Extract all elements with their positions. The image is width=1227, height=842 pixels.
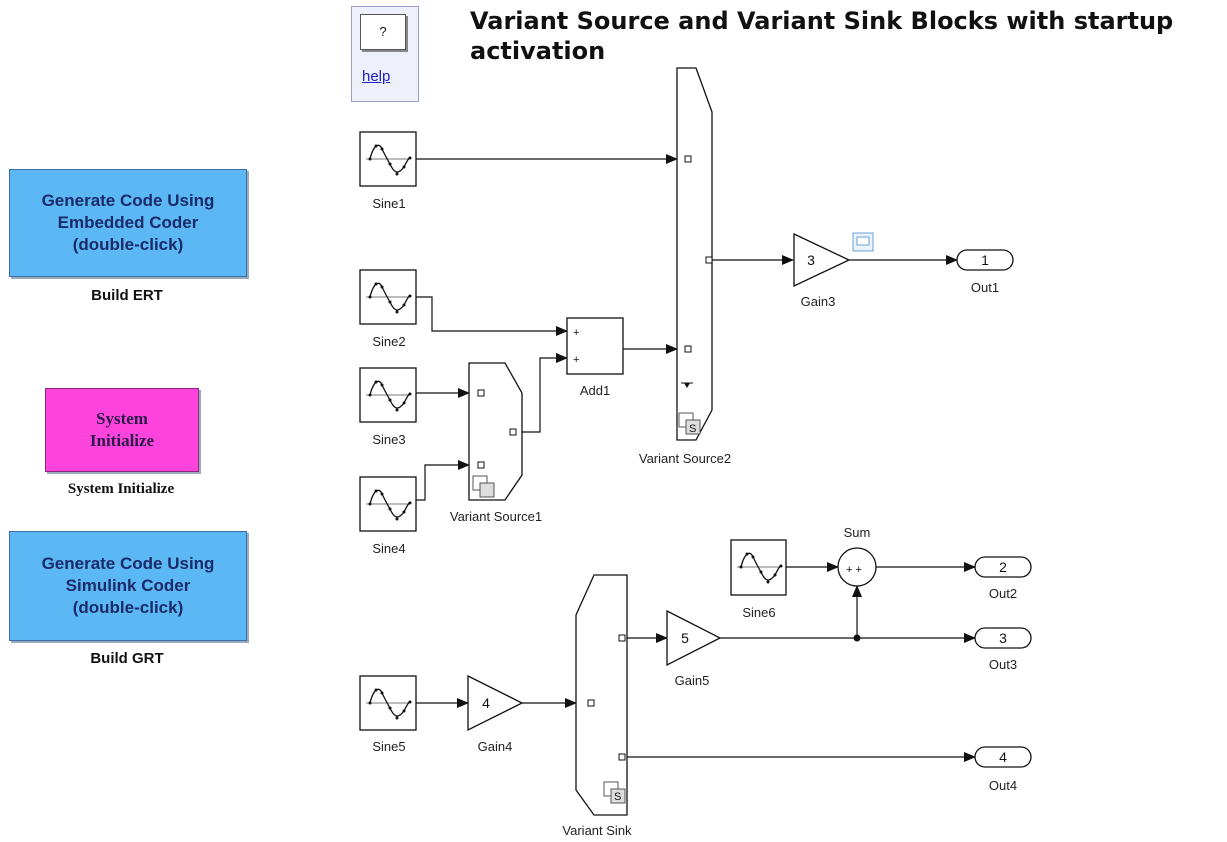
add1-block[interactable] [566,317,624,375]
sine5-block[interactable] [359,675,417,731]
out4-block[interactable] [974,746,1032,768]
sine5-label: Sine5 [372,739,405,754]
out3-port-number: 3 [999,630,1007,646]
sine3-block[interactable] [359,367,417,423]
gain5-value: 5 [681,630,689,646]
help-link[interactable]: help [362,68,391,85]
out2-block[interactable] [974,556,1032,578]
out1-label: Out1 [971,280,999,295]
model-title: Variant Source and Variant Sink Blocks w… [470,7,1174,65]
build-ert-caption: Build ERT [91,287,163,304]
sum-signs: + + [846,564,862,576]
variant-source1-block[interactable] [468,362,523,501]
sine1-label: Sine1 [372,196,405,211]
out2-port-number: 2 [999,559,1007,575]
variant-source2-badge: S [689,423,696,435]
gain4-value: 4 [482,695,490,711]
build-grt-caption: Build GRT [90,650,164,667]
out1-port-number: 1 [981,252,989,268]
help-question-icon[interactable]: ? [360,14,406,50]
out3-block[interactable] [974,627,1032,649]
sine4-block[interactable] [359,476,417,532]
add1-label: Add1 [580,383,610,398]
build-ert-button[interactable]: Generate Code Using Embedded Coder (doub… [9,169,247,277]
out1-block[interactable] [956,249,1014,271]
out4-port-number: 4 [999,749,1007,765]
gain5-label: Gain5 [675,673,710,688]
gain3-value: 3 [807,252,815,268]
sine4-label: Sine4 [372,541,405,556]
variant-source2-block[interactable] [676,67,713,441]
sine2-block[interactable] [359,269,417,325]
sine6-label: Sine6 [742,605,775,620]
system-initialize-caption: System Initialize [67,481,175,497]
variant-sink-label: Variant Sink [562,823,632,838]
sine6-block[interactable] [730,539,787,596]
gain5-block[interactable] [666,609,722,667]
variant-sink-block[interactable] [575,574,628,816]
out2-label: Out2 [989,586,1017,601]
sine2-label: Sine2 [372,334,405,349]
system-initialize-button[interactable]: System Initialize [45,388,199,472]
out4-label: Out4 [989,778,1017,793]
variant-sink-badge: S [614,791,621,803]
add1-in2-sign: + [573,354,579,366]
gain3-block[interactable] [793,232,851,288]
sum-block[interactable] [837,547,877,587]
gain4-block[interactable] [467,674,524,732]
gain3-label: Gain3 [801,294,836,309]
build-grt-button[interactable]: Generate Code Using Simulink Coder (doub… [9,531,247,641]
out3-label: Out3 [989,657,1017,672]
add1-in1-sign: + [573,327,579,339]
variant-source2-label: Variant Source2 [639,451,731,466]
gain4-label: Gain4 [478,739,513,754]
variant-source1-label: Variant Source1 [450,509,542,524]
sine3-label: Sine3 [372,432,405,447]
sum-label: Sum [844,525,871,540]
sine1-block[interactable] [359,131,417,187]
